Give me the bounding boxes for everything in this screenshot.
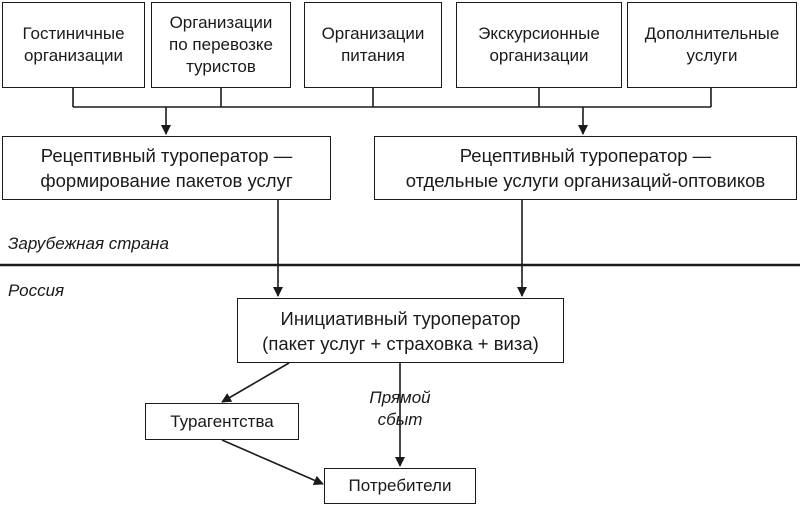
box-excursion-organizations: Экскурсионные организации	[456, 2, 622, 88]
box-label: Рецептивный туроператор — отдельные услу…	[405, 145, 766, 191]
box-additional-services: Дополнительные услуги	[627, 2, 797, 88]
box-label: Экскурсионные организации	[478, 24, 600, 65]
direct-sales-label: Прямой сбыт	[369, 388, 431, 429]
box-catering-organizations: Организации питания	[304, 2, 442, 88]
box-transport-organizations: Организации по перевозке туристов	[151, 2, 291, 88]
box-label: Инициативный туроператор (пакет услуг + …	[262, 307, 539, 354]
region-label-russia: Россия	[8, 281, 65, 300]
box-label: Рецептивный туроператор — формирование п…	[40, 145, 293, 191]
box-label: Организации питания	[321, 24, 425, 65]
box-label: Гостиничные организации	[22, 24, 125, 65]
box-receptive-operator-separate-services: Рецептивный туроператор — отдельные услу…	[374, 136, 797, 200]
box-travel-agencies: Турагентства	[145, 403, 299, 440]
box-label: Турагентства	[170, 411, 274, 431]
arrow-to-agencies	[221, 362, 290, 403]
box-label: Потребители	[348, 476, 452, 495]
box-receptive-operator-packages: Рецептивный туроператор — формирование п…	[2, 136, 331, 200]
box-consumers: Потребители	[324, 468, 476, 504]
box-label: Организации по перевозке туристов	[169, 13, 273, 76]
region-label-foreign: Зарубежная страна	[8, 234, 169, 253]
box-hotel-organizations: Гостиничные организации	[2, 2, 145, 88]
arrow-agencies-to-consumers	[221, 439, 324, 485]
box-initiative-operator: Инициативный туроператор (пакет услуг + …	[237, 298, 564, 363]
box-label: Дополнительные услуги	[644, 24, 780, 65]
